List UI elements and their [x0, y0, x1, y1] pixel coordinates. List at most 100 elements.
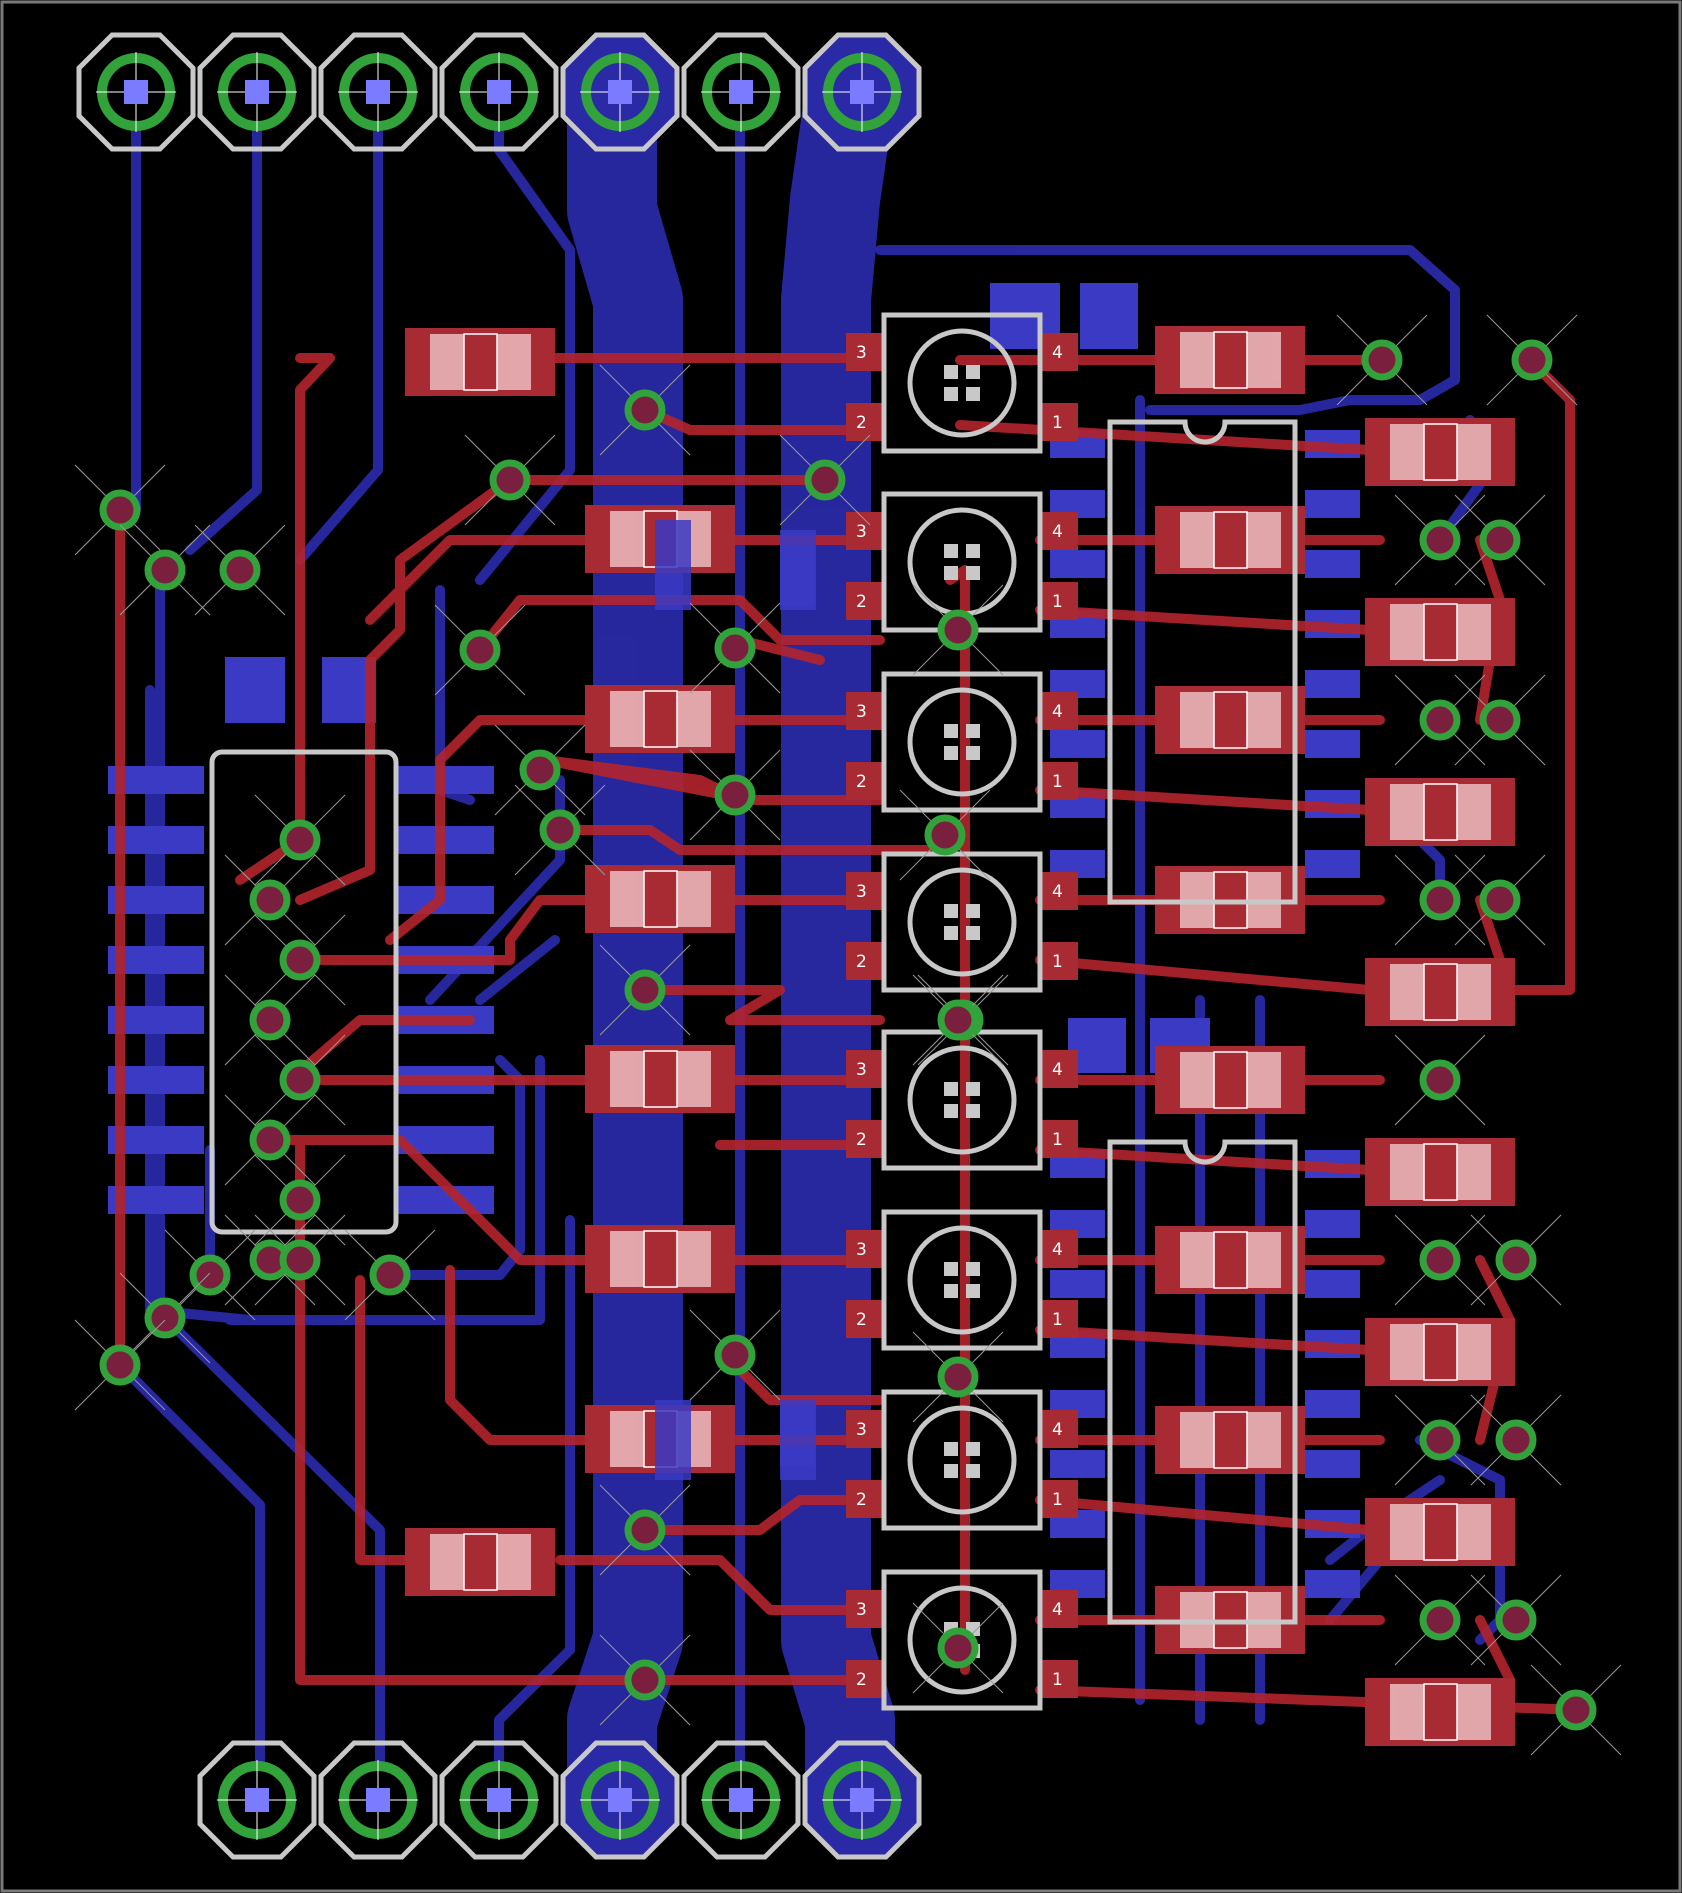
led-pin-label: 4	[1052, 882, 1063, 902]
via	[164, 1229, 256, 1321]
led-pin-label: 1	[1052, 1490, 1063, 1510]
via	[1394, 1574, 1486, 1666]
header-pin	[318, 1740, 438, 1860]
header-pin	[681, 1740, 801, 1860]
led-pin-label: 3	[856, 702, 867, 722]
via	[254, 1214, 346, 1306]
led-pin-label: 1	[1052, 1670, 1063, 1690]
led-pin-label: 1	[1052, 592, 1063, 612]
led-pin-label: 2	[856, 772, 867, 792]
led-footprint: 3 2 4 1	[846, 1569, 1078, 1711]
via	[689, 1309, 781, 1401]
via	[599, 364, 691, 456]
led-pin-label: 2	[856, 1670, 867, 1690]
via	[119, 524, 211, 616]
via	[912, 1602, 1004, 1694]
via	[74, 1319, 166, 1411]
via	[599, 944, 691, 1036]
led-footprint: 3 2 4 1	[846, 312, 1078, 454]
led-pin-label: 2	[856, 1130, 867, 1150]
header-pin	[439, 32, 559, 152]
via	[599, 1634, 691, 1726]
led-pin-label: 2	[856, 952, 867, 972]
via	[1394, 1394, 1486, 1486]
via	[224, 974, 316, 1066]
led-pin-label: 4	[1052, 522, 1063, 542]
led-pin-label: 1	[1052, 1310, 1063, 1330]
via	[779, 434, 871, 526]
led-pin-label: 2	[856, 413, 867, 433]
via	[224, 1094, 316, 1186]
header-pin	[802, 1740, 922, 1860]
via	[254, 794, 346, 886]
via	[1454, 494, 1546, 586]
dip-ic-top-outline	[1107, 419, 1298, 905]
led-pin-label: 3	[856, 1420, 867, 1440]
bottom-smd-caps	[655, 520, 816, 1480]
led-pin-label: 1	[1052, 413, 1063, 433]
header-pin	[560, 1740, 680, 1860]
ground-pour-left	[567, 50, 683, 1845]
via	[434, 604, 526, 696]
header-pin	[439, 1740, 559, 1860]
led-pin-label: 1	[1052, 952, 1063, 972]
soic-outline	[209, 749, 399, 1235]
vias	[74, 314, 1622, 1756]
led-pin-label: 2	[856, 1490, 867, 1510]
led-footprint: 3 2 4 1	[846, 1029, 1078, 1171]
header-pin	[560, 32, 680, 152]
via	[1394, 1034, 1486, 1126]
via	[599, 1484, 691, 1576]
via	[254, 1034, 346, 1126]
via	[689, 749, 781, 841]
dip-ic-bottom-outline	[1107, 1139, 1298, 1625]
via	[912, 1331, 1004, 1423]
power-pour-right	[781, 50, 895, 1845]
via	[1394, 1214, 1486, 1306]
via	[1454, 854, 1546, 946]
via	[1470, 1214, 1562, 1306]
silkscreen-layer	[209, 419, 1298, 1625]
led-pin-label: 1	[1052, 1130, 1063, 1150]
via	[1394, 494, 1486, 586]
led-pin-label: 3	[856, 343, 867, 363]
header-pin	[681, 32, 801, 152]
via	[1470, 1394, 1562, 1486]
via	[464, 434, 556, 526]
header-pin	[318, 32, 438, 152]
led-pin-label: 4	[1052, 343, 1063, 363]
via	[119, 1272, 211, 1364]
via	[912, 974, 1004, 1066]
via	[689, 602, 781, 694]
led-pin-label: 4	[1052, 1420, 1063, 1440]
via	[514, 784, 606, 876]
via	[1486, 314, 1578, 406]
via	[254, 914, 346, 1006]
led-pin-label: 3	[856, 1060, 867, 1080]
led-pin-label: 4	[1052, 1060, 1063, 1080]
header-pin	[802, 32, 922, 152]
header-pin	[197, 32, 317, 152]
via	[344, 1229, 436, 1321]
via	[494, 724, 586, 816]
led-pin-label: 3	[856, 1240, 867, 1260]
via	[912, 584, 1004, 676]
header-top	[76, 32, 922, 152]
via	[1454, 674, 1546, 766]
led-pin-label: 3	[856, 522, 867, 542]
header-bottom	[197, 1740, 922, 1860]
header-pin	[76, 32, 196, 152]
via	[1530, 1664, 1622, 1756]
header-pin	[197, 1740, 317, 1860]
via	[224, 854, 316, 946]
led-pin-label: 3	[856, 1600, 867, 1620]
via	[1394, 674, 1486, 766]
via	[74, 464, 166, 556]
led-pin-label: 4	[1052, 1600, 1063, 1620]
